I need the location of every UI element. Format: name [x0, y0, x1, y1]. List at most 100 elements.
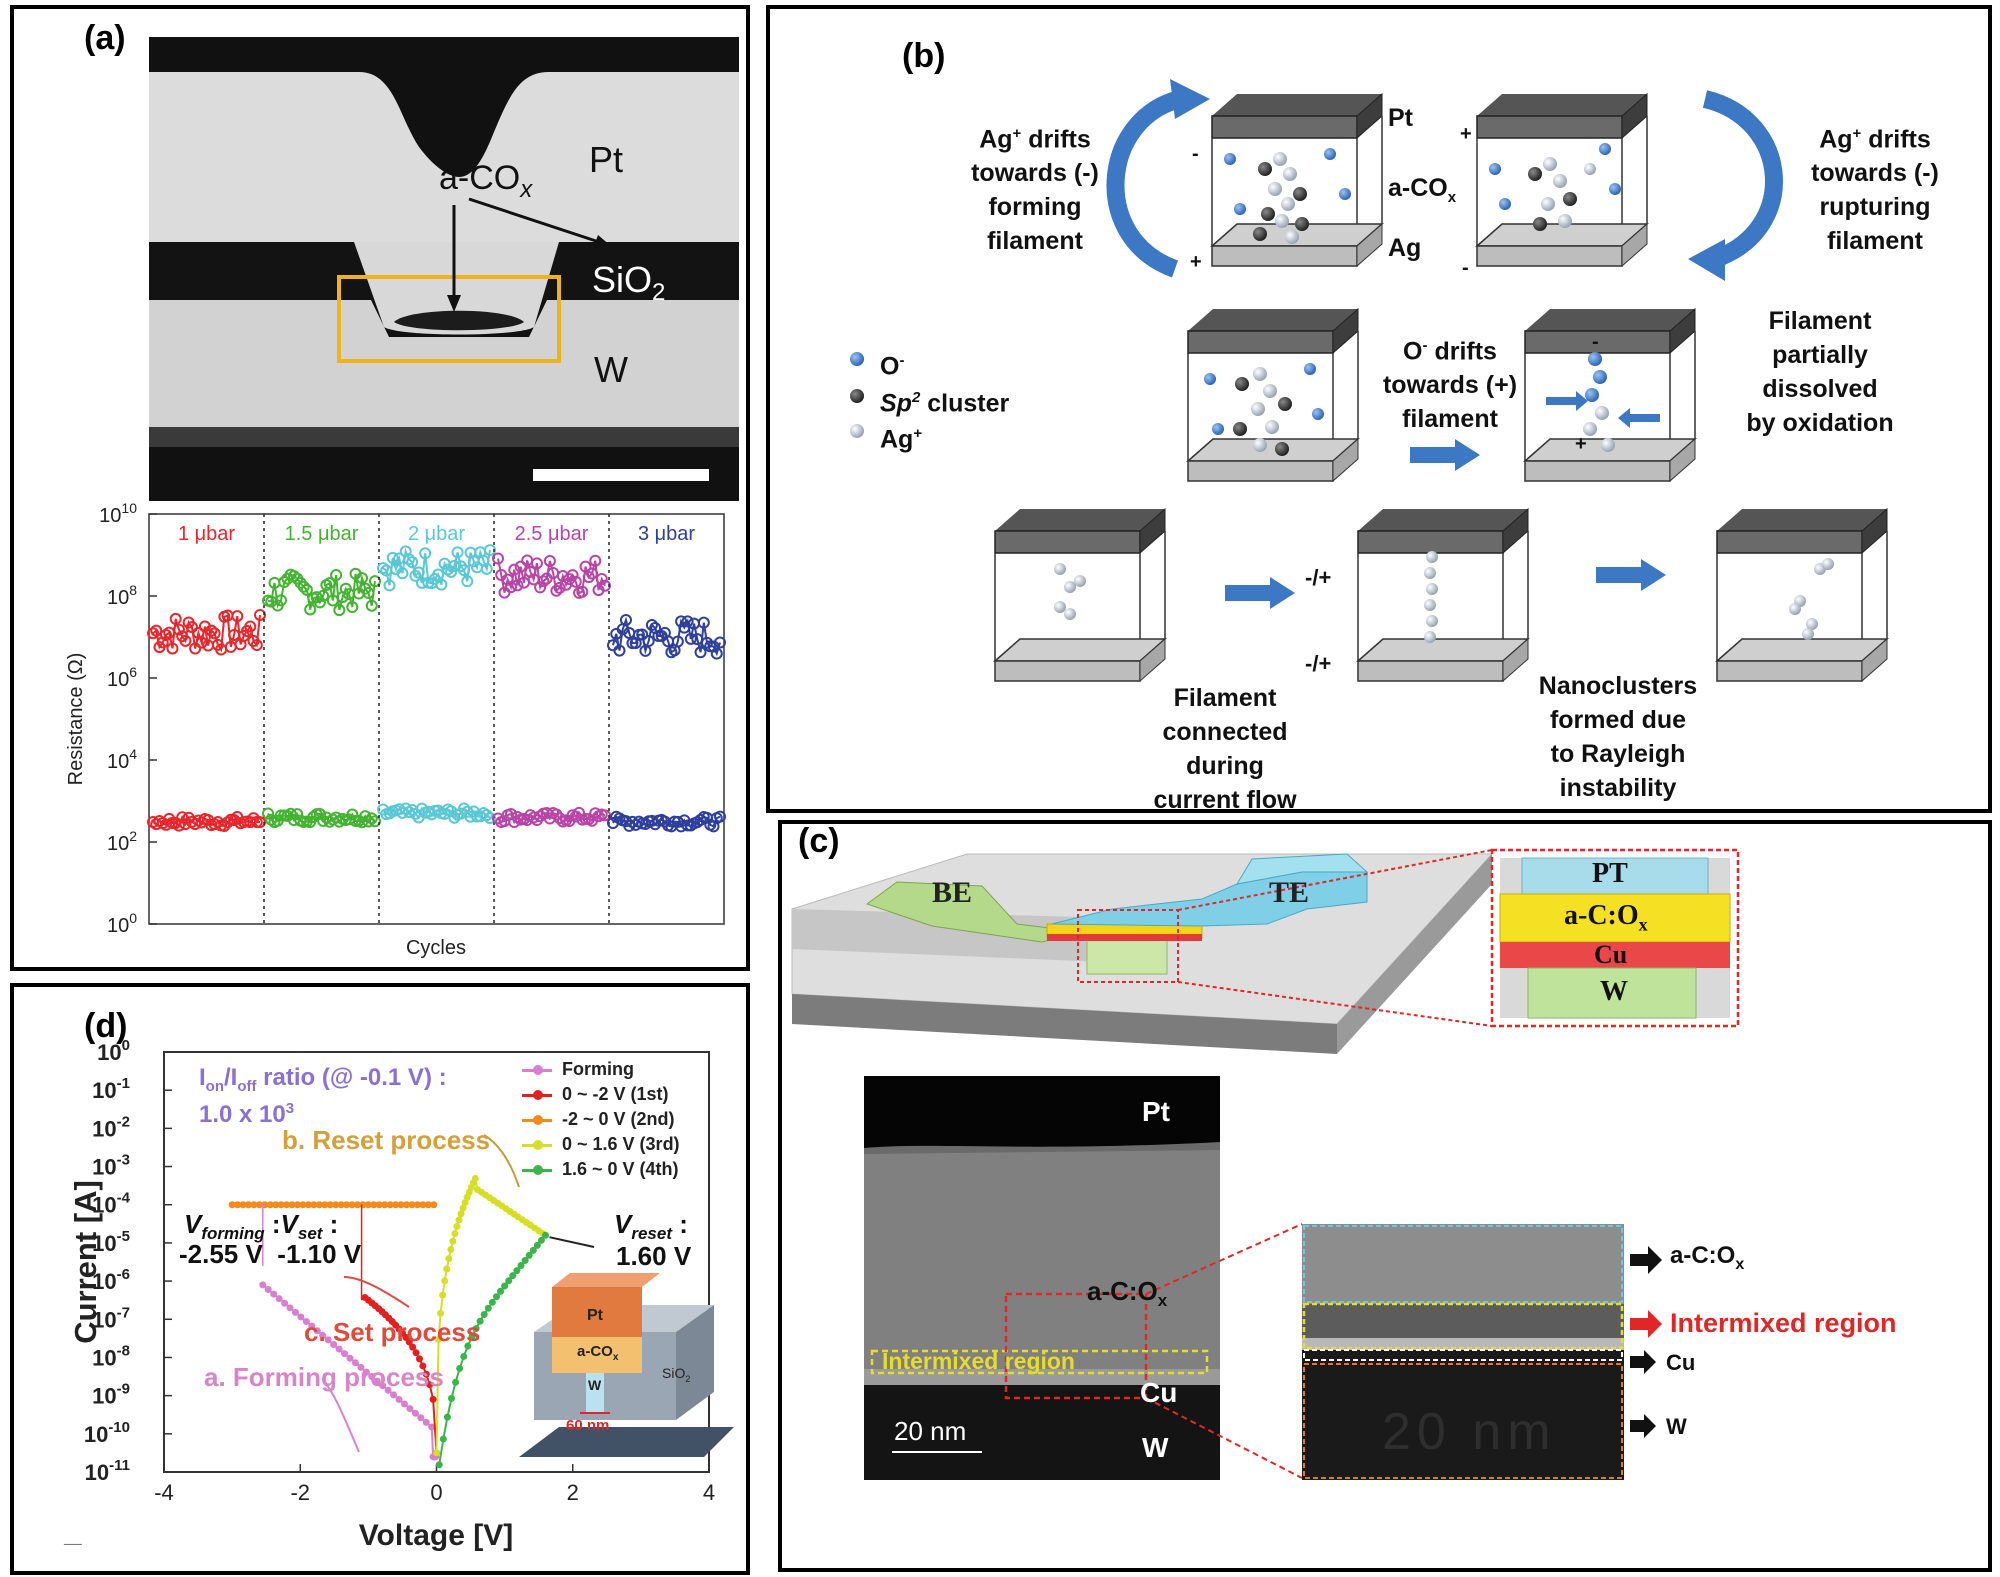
- b-plus-3: +: [1575, 433, 1587, 455]
- data-point: [714, 810, 726, 823]
- vreset-pointer: [549, 1236, 595, 1248]
- data-point: [195, 636, 208, 649]
- iv-point: [288, 1201, 296, 1209]
- iv-point: [348, 1201, 356, 1209]
- data-point: [448, 559, 461, 572]
- iv-point: [429, 1395, 437, 1403]
- iv-point: [400, 1400, 408, 1408]
- data-point: [166, 642, 179, 655]
- data-point: [185, 621, 198, 634]
- b-minus-3: -: [1592, 331, 1599, 353]
- data-point: [189, 818, 202, 831]
- reset-curve-4th: [438, 1234, 547, 1465]
- iv-point: [417, 1414, 425, 1422]
- data-point: [441, 563, 454, 576]
- iv-point: [525, 1251, 533, 1259]
- c-stack-w: W: [1600, 976, 1628, 1007]
- x-tick-label: 2: [567, 1480, 579, 1505]
- iv-point: [283, 1201, 291, 1209]
- data-point: [524, 565, 537, 578]
- data-point: [307, 811, 320, 824]
- d-set-label: c. Set process: [304, 1317, 481, 1347]
- iv-point: [321, 1201, 329, 1209]
- iv-point: [297, 1313, 305, 1321]
- data-point: [537, 575, 550, 588]
- iv-point: [361, 1294, 369, 1302]
- iv-point: [315, 1201, 323, 1209]
- data-point: [419, 547, 432, 560]
- data-point: [527, 811, 540, 824]
- data-point: [681, 615, 694, 628]
- iv-point: [294, 1201, 302, 1209]
- y-tick-label: 10-6: [92, 1266, 130, 1294]
- iv-point: [313, 1327, 321, 1335]
- c-tem-pt: Pt: [1142, 1096, 1170, 1127]
- data-point: [576, 585, 589, 598]
- iv-point: [291, 1308, 299, 1316]
- data-point: [274, 594, 287, 607]
- data-point: [396, 567, 409, 580]
- iv-point: [409, 1343, 417, 1351]
- iv-point: [437, 1309, 445, 1317]
- data-point: [550, 584, 563, 597]
- data-point: [179, 634, 192, 647]
- iv-point: [451, 1230, 459, 1238]
- y-tick-label: 10-2: [92, 1113, 130, 1141]
- iv-point: [346, 1354, 354, 1362]
- iv-point: [239, 1201, 247, 1209]
- iv-point: [505, 1277, 513, 1285]
- data-point: [278, 576, 291, 589]
- y-tick-label: 10-4: [92, 1190, 130, 1218]
- iv-point: [326, 1201, 334, 1209]
- iv-point: [457, 1210, 465, 1218]
- iv-point: [529, 1246, 537, 1254]
- iv-point: [310, 1201, 318, 1209]
- data-point: [599, 809, 611, 822]
- iv-point: [468, 1333, 476, 1341]
- legend-entry: 1.6 ~ 0 V (4th): [522, 1157, 680, 1182]
- b-mp-1: -/+: [1305, 565, 1332, 590]
- data-point: [553, 581, 566, 594]
- data-point: [492, 552, 504, 565]
- iv-y-axis-label: Current [A]: [68, 1180, 103, 1344]
- data-point: [406, 556, 419, 569]
- data-point: [369, 575, 381, 588]
- legend-label: Forming: [562, 1059, 634, 1079]
- iv-point: [277, 1201, 285, 1209]
- d-inset-nm: 60 nm: [566, 1417, 610, 1434]
- segment-label: 1.5 μbar: [285, 523, 359, 545]
- iv-point: [424, 1201, 432, 1209]
- iv-point: [435, 1461, 443, 1469]
- panel-d-label: (d): [84, 1007, 128, 1045]
- data-point: [365, 812, 378, 825]
- data-point: [636, 628, 649, 641]
- panel-a-label: (a): [84, 19, 126, 57]
- device-schematic: [791, 848, 1740, 1480]
- data-point: [377, 562, 389, 575]
- data-point: [671, 635, 684, 648]
- y-tick-label: 104: [107, 746, 137, 773]
- legend-entry: Forming: [522, 1057, 680, 1082]
- c-stack-acox: a-C:Ox: [1564, 900, 1648, 935]
- c-tem-scale: 20 nm: [894, 1416, 967, 1446]
- x-tick-label: -2: [290, 1480, 310, 1505]
- data-point: [265, 813, 278, 826]
- data-point: [369, 815, 381, 828]
- data-point: [534, 581, 547, 594]
- data-point: [150, 624, 163, 637]
- data-point: [297, 580, 310, 593]
- data-point: [356, 572, 369, 585]
- iv-point: [484, 1304, 492, 1312]
- data-point: [684, 632, 697, 645]
- data-point: [176, 811, 189, 824]
- iv-point: [476, 1317, 484, 1325]
- iv-point: [422, 1418, 430, 1426]
- panel-c-label: (c): [798, 822, 840, 860]
- data-point: [573, 806, 586, 819]
- data-point: [599, 579, 611, 592]
- iv-point: [501, 1282, 509, 1290]
- data-point: [697, 616, 710, 629]
- data-point: [701, 636, 714, 649]
- b-mp-2: -/+: [1305, 651, 1332, 676]
